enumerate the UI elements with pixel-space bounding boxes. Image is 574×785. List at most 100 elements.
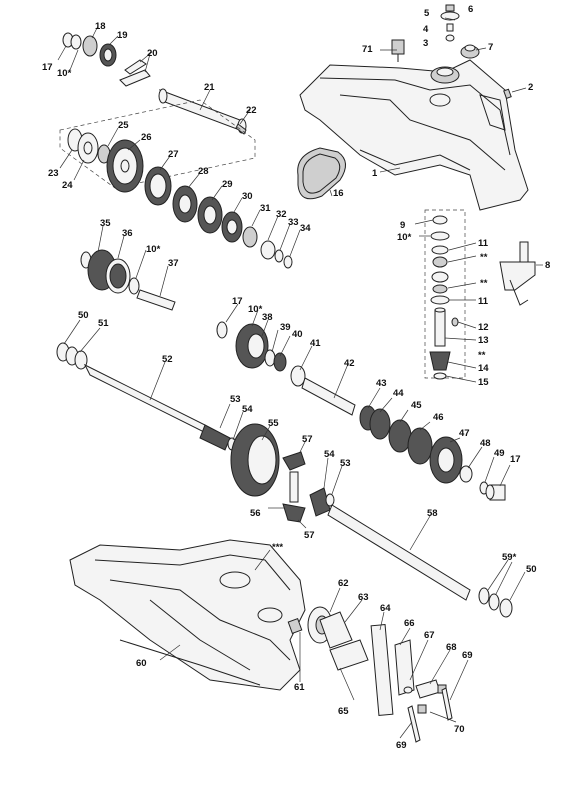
callout-double-star-a: ** bbox=[480, 252, 488, 263]
callout-double-star-b: ** bbox=[480, 278, 488, 289]
callout-45: 45 bbox=[411, 400, 422, 411]
callout-71: 71 bbox=[362, 44, 373, 55]
callout-9: 9 bbox=[400, 220, 405, 231]
callout-36: 36 bbox=[122, 228, 133, 239]
callout-49: 49 bbox=[494, 448, 505, 459]
callout-10-star-b: 10* bbox=[397, 232, 412, 243]
cluster-gear bbox=[80, 225, 176, 311]
middle-shaft-assembly bbox=[216, 303, 511, 501]
callout-20: 20 bbox=[147, 48, 158, 59]
callout-17-a: 17 bbox=[42, 62, 53, 73]
callout-47: 47 bbox=[459, 428, 470, 439]
callout-34: 34 bbox=[300, 223, 311, 234]
callout-67: 67 bbox=[424, 630, 435, 641]
callout-15: 15 bbox=[478, 377, 489, 388]
callout-46: 46 bbox=[433, 412, 444, 423]
callout-28: 28 bbox=[198, 166, 209, 177]
callout-56: 56 bbox=[250, 508, 261, 519]
callout-17-c: 17 bbox=[510, 454, 521, 465]
callout-4: 4 bbox=[423, 24, 429, 35]
callout-39: 39 bbox=[280, 322, 291, 333]
input-shaft-assembly bbox=[57, 25, 251, 135]
callout-60: 60 bbox=[136, 658, 147, 669]
callout-14: 14 bbox=[478, 363, 489, 374]
axle-left bbox=[56, 319, 244, 451]
vertical-shaft-stack bbox=[414, 209, 477, 383]
callout-triple-star: *** bbox=[272, 542, 283, 553]
callout-2: 2 bbox=[528, 82, 533, 93]
callout-62: 62 bbox=[338, 578, 349, 589]
callout-53-a: 53 bbox=[230, 394, 241, 405]
callout-53-b: 53 bbox=[340, 458, 351, 469]
callout-10-star-d: 10* bbox=[248, 304, 263, 315]
callout-50-a: 50 bbox=[78, 310, 89, 321]
callout-17-b: 17 bbox=[232, 296, 243, 307]
callout-10-star-a: 10* bbox=[57, 68, 72, 79]
callout-59-star: 59* bbox=[502, 552, 517, 563]
callout-19: 19 bbox=[117, 30, 128, 41]
callout-58: 58 bbox=[427, 508, 438, 519]
callout-25: 25 bbox=[118, 120, 129, 131]
callout-12: 12 bbox=[478, 322, 489, 333]
callout-52: 52 bbox=[162, 354, 173, 365]
callout-63: 63 bbox=[358, 592, 369, 603]
callout-69-a: 69 bbox=[462, 650, 473, 661]
callout-51: 51 bbox=[98, 318, 109, 329]
callout-43: 43 bbox=[376, 378, 387, 389]
upper-housing bbox=[299, 59, 529, 211]
shift-bracket bbox=[499, 241, 543, 306]
callout-26: 26 bbox=[141, 132, 152, 143]
callout-35: 35 bbox=[100, 218, 111, 229]
callout-29: 29 bbox=[222, 179, 233, 190]
callout-13: 13 bbox=[478, 335, 489, 346]
callout-70: 70 bbox=[454, 724, 465, 735]
ring-gear bbox=[230, 423, 280, 497]
callout-65: 65 bbox=[338, 706, 349, 717]
callout-41: 41 bbox=[310, 338, 321, 349]
axle-right-washers bbox=[478, 559, 526, 618]
callout-double-star-c: ** bbox=[478, 350, 486, 361]
callout-57-a: 57 bbox=[302, 434, 313, 445]
callout-3: 3 bbox=[423, 38, 428, 49]
callout-24: 24 bbox=[62, 180, 73, 191]
shift-linkage-parts bbox=[287, 587, 469, 743]
callout-54-a: 54 bbox=[242, 404, 253, 415]
callout-11-b: 11 bbox=[478, 296, 489, 307]
callout-66: 66 bbox=[404, 618, 415, 629]
callout-23: 23 bbox=[48, 168, 59, 179]
callout-1: 1 bbox=[372, 168, 378, 179]
callout-64: 64 bbox=[380, 603, 391, 614]
callout-57-b: 57 bbox=[304, 530, 315, 541]
callout-11-a: 11 bbox=[478, 238, 489, 249]
callout-48: 48 bbox=[480, 438, 491, 449]
callout-55: 55 bbox=[268, 418, 279, 429]
callout-54-b: 54 bbox=[324, 449, 335, 460]
callout-27: 27 bbox=[168, 149, 179, 160]
gear-row bbox=[59, 127, 301, 269]
callout-68: 68 bbox=[446, 642, 457, 653]
callout-40: 40 bbox=[292, 329, 303, 340]
callout-61: 61 bbox=[294, 682, 305, 693]
callout-16: 16 bbox=[333, 188, 344, 199]
callout-37: 37 bbox=[168, 258, 179, 269]
callout-6: 6 bbox=[468, 4, 473, 15]
callout-labels: 1 2 3 4 5 6 7 8 9 10* 10* 10* 10* 11 11 … bbox=[42, 4, 550, 751]
callout-50-b: 50 bbox=[526, 564, 537, 575]
callout-69-b: 69 bbox=[396, 740, 407, 751]
callout-32: 32 bbox=[276, 209, 287, 220]
callout-42: 42 bbox=[344, 358, 355, 369]
top-fasteners bbox=[379, 4, 527, 173]
callout-44: 44 bbox=[393, 388, 404, 399]
callout-18: 18 bbox=[95, 21, 106, 32]
callout-5: 5 bbox=[424, 8, 430, 19]
callout-7: 7 bbox=[488, 42, 493, 53]
lower-housing bbox=[69, 539, 306, 691]
callout-31: 31 bbox=[260, 203, 271, 214]
callout-8: 8 bbox=[545, 260, 550, 271]
callout-22: 22 bbox=[246, 105, 257, 116]
callout-30: 30 bbox=[242, 191, 253, 202]
drive-chain bbox=[297, 147, 346, 200]
callout-10-star-c: 10* bbox=[146, 244, 161, 255]
differential-gears bbox=[268, 439, 471, 601]
